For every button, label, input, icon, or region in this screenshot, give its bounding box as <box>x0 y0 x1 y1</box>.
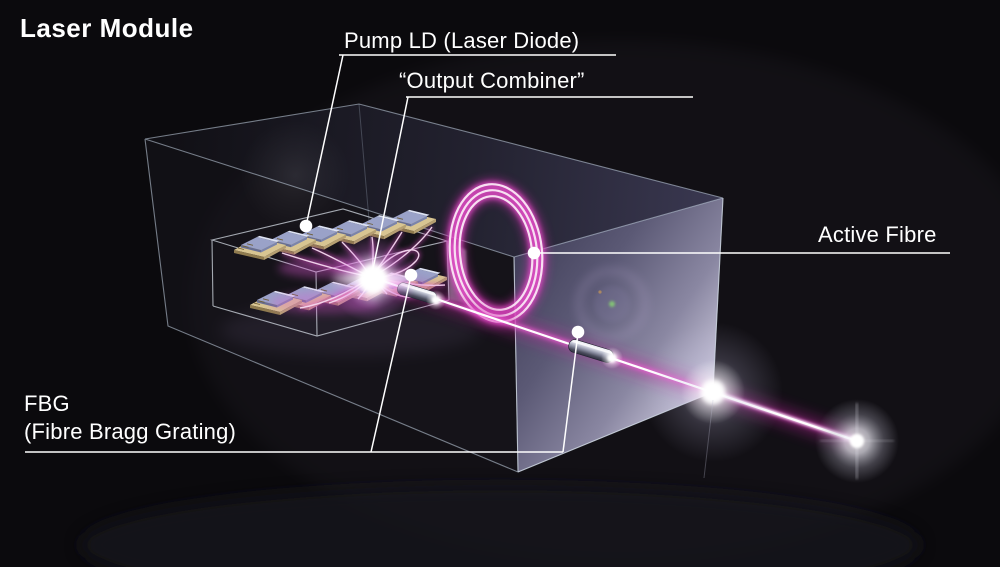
label-pump-ld: Pump LD (Laser Diode) <box>344 28 580 53</box>
callout-line-pump-ld <box>305 54 344 227</box>
label-fbg-abbr: FBG <box>24 391 70 416</box>
label-active-fibre: Active Fibre <box>818 222 937 247</box>
label-fbg: FBG (Fibre Bragg Grating) <box>24 390 236 446</box>
callout-dot-pump-ld <box>299 219 313 233</box>
callout-lines <box>25 54 950 453</box>
beam-exit-glow <box>643 322 783 479</box>
callout-line-fbg-2 <box>562 332 579 453</box>
page-title: Laser Module <box>20 13 194 43</box>
label-fbg-full: (Fibre Bragg Grating) <box>24 419 237 444</box>
beam-end-glow <box>815 399 899 483</box>
fbg2-tip-core <box>607 353 617 363</box>
callout-dot-fbg-2 <box>571 325 585 339</box>
callout-dot-fbg-1 <box>404 268 418 282</box>
callout-line-fbg-1 <box>370 275 412 453</box>
fbg1-tip-core <box>432 296 440 304</box>
lens-flare <box>575 267 649 341</box>
callout-dot-active-fibre <box>527 246 541 260</box>
callout-line-output-combiner <box>371 96 409 275</box>
label-output-combiner: “Output Combiner” <box>399 68 585 93</box>
callout-dots <box>299 219 585 339</box>
output-combiner-flash <box>329 235 417 323</box>
